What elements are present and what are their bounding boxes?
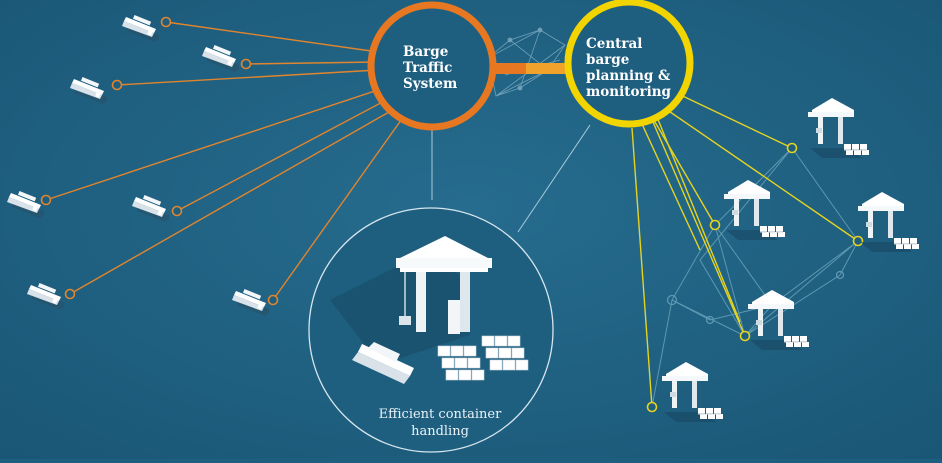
hub-label-line: monitoring bbox=[586, 84, 671, 100]
hub-label-line: System bbox=[403, 76, 458, 92]
large-crane-icon bbox=[396, 236, 492, 334]
central-planning-hub bbox=[564, 0, 694, 128]
container-terminal-detail bbox=[308, 207, 554, 453]
hub-label-line: barge bbox=[586, 52, 630, 68]
barge-links bbox=[45, 21, 405, 301]
terminal-caption: Efficient container handling bbox=[360, 406, 520, 440]
hub-label-line: Central bbox=[586, 36, 643, 52]
terminal-planning-links bbox=[631, 89, 859, 408]
barge-traffic-system-hub bbox=[367, 1, 497, 131]
barge-link-endpoints bbox=[40, 16, 279, 306]
terminal-link-endpoints bbox=[646, 142, 864, 413]
central-planning-label: Central barge planning & monitoring bbox=[586, 36, 671, 100]
container-stacks-icon bbox=[437, 335, 529, 381]
caption-line: handling bbox=[411, 424, 469, 439]
terminal-links bbox=[431, 124, 591, 233]
caption-line: Efficient container bbox=[378, 407, 502, 422]
hub-connector bbox=[486, 63, 570, 74]
hub-label-line: planning & bbox=[586, 68, 671, 84]
barge-traffic-system-label: Barge Traffic System bbox=[403, 44, 457, 92]
hub-label-line: Traffic bbox=[403, 60, 453, 76]
hub-label-line: Barge bbox=[403, 44, 449, 60]
barge-ship-icon bbox=[352, 342, 414, 384]
